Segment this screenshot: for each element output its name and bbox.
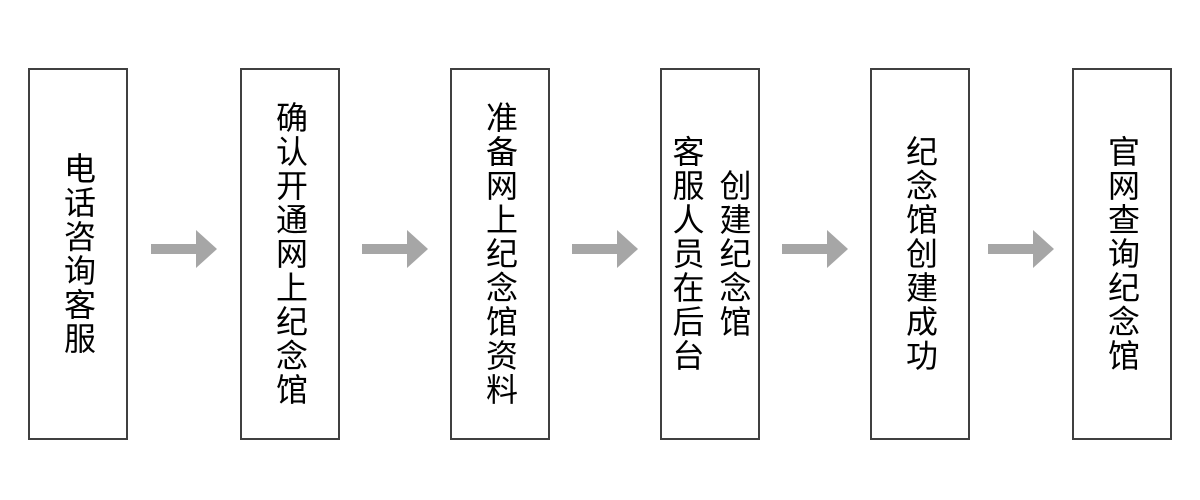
flow-step-phone-consult: 电话咨询客服 xyxy=(28,68,128,440)
flow-step-confirm-open: 确认开通网上纪念馆 xyxy=(240,68,340,440)
flow-step-label-col1: 客服人员在后台 xyxy=(668,135,705,373)
arrow-right-icon xyxy=(988,230,1054,268)
flow-step-label: 确认开通网上纪念馆 xyxy=(272,101,308,407)
flow-step-label: 官网查询纪念馆 xyxy=(1104,135,1140,373)
flow-step-create-success: 纪念馆创建成功 xyxy=(870,68,970,440)
flow-step-label: 电话咨询客服 xyxy=(60,152,96,356)
arrow-right-icon xyxy=(572,230,638,268)
arrow-right-icon xyxy=(362,230,428,268)
flow-step-backend-create: 客服人员在后台 创建纪念馆 xyxy=(660,68,760,440)
flow-step-prepare-materials: 准备网上纪念馆资料 xyxy=(450,68,550,440)
flow-step-label: 纪念馆创建成功 xyxy=(902,135,938,373)
flow-step-label-col2: 创建纪念馆 xyxy=(715,169,752,339)
arrow-right-icon xyxy=(782,230,848,268)
arrow-right-icon xyxy=(151,230,217,268)
flow-step-query-official-site: 官网查询纪念馆 xyxy=(1072,68,1172,440)
flow-step-label: 准备网上纪念馆资料 xyxy=(482,101,518,407)
